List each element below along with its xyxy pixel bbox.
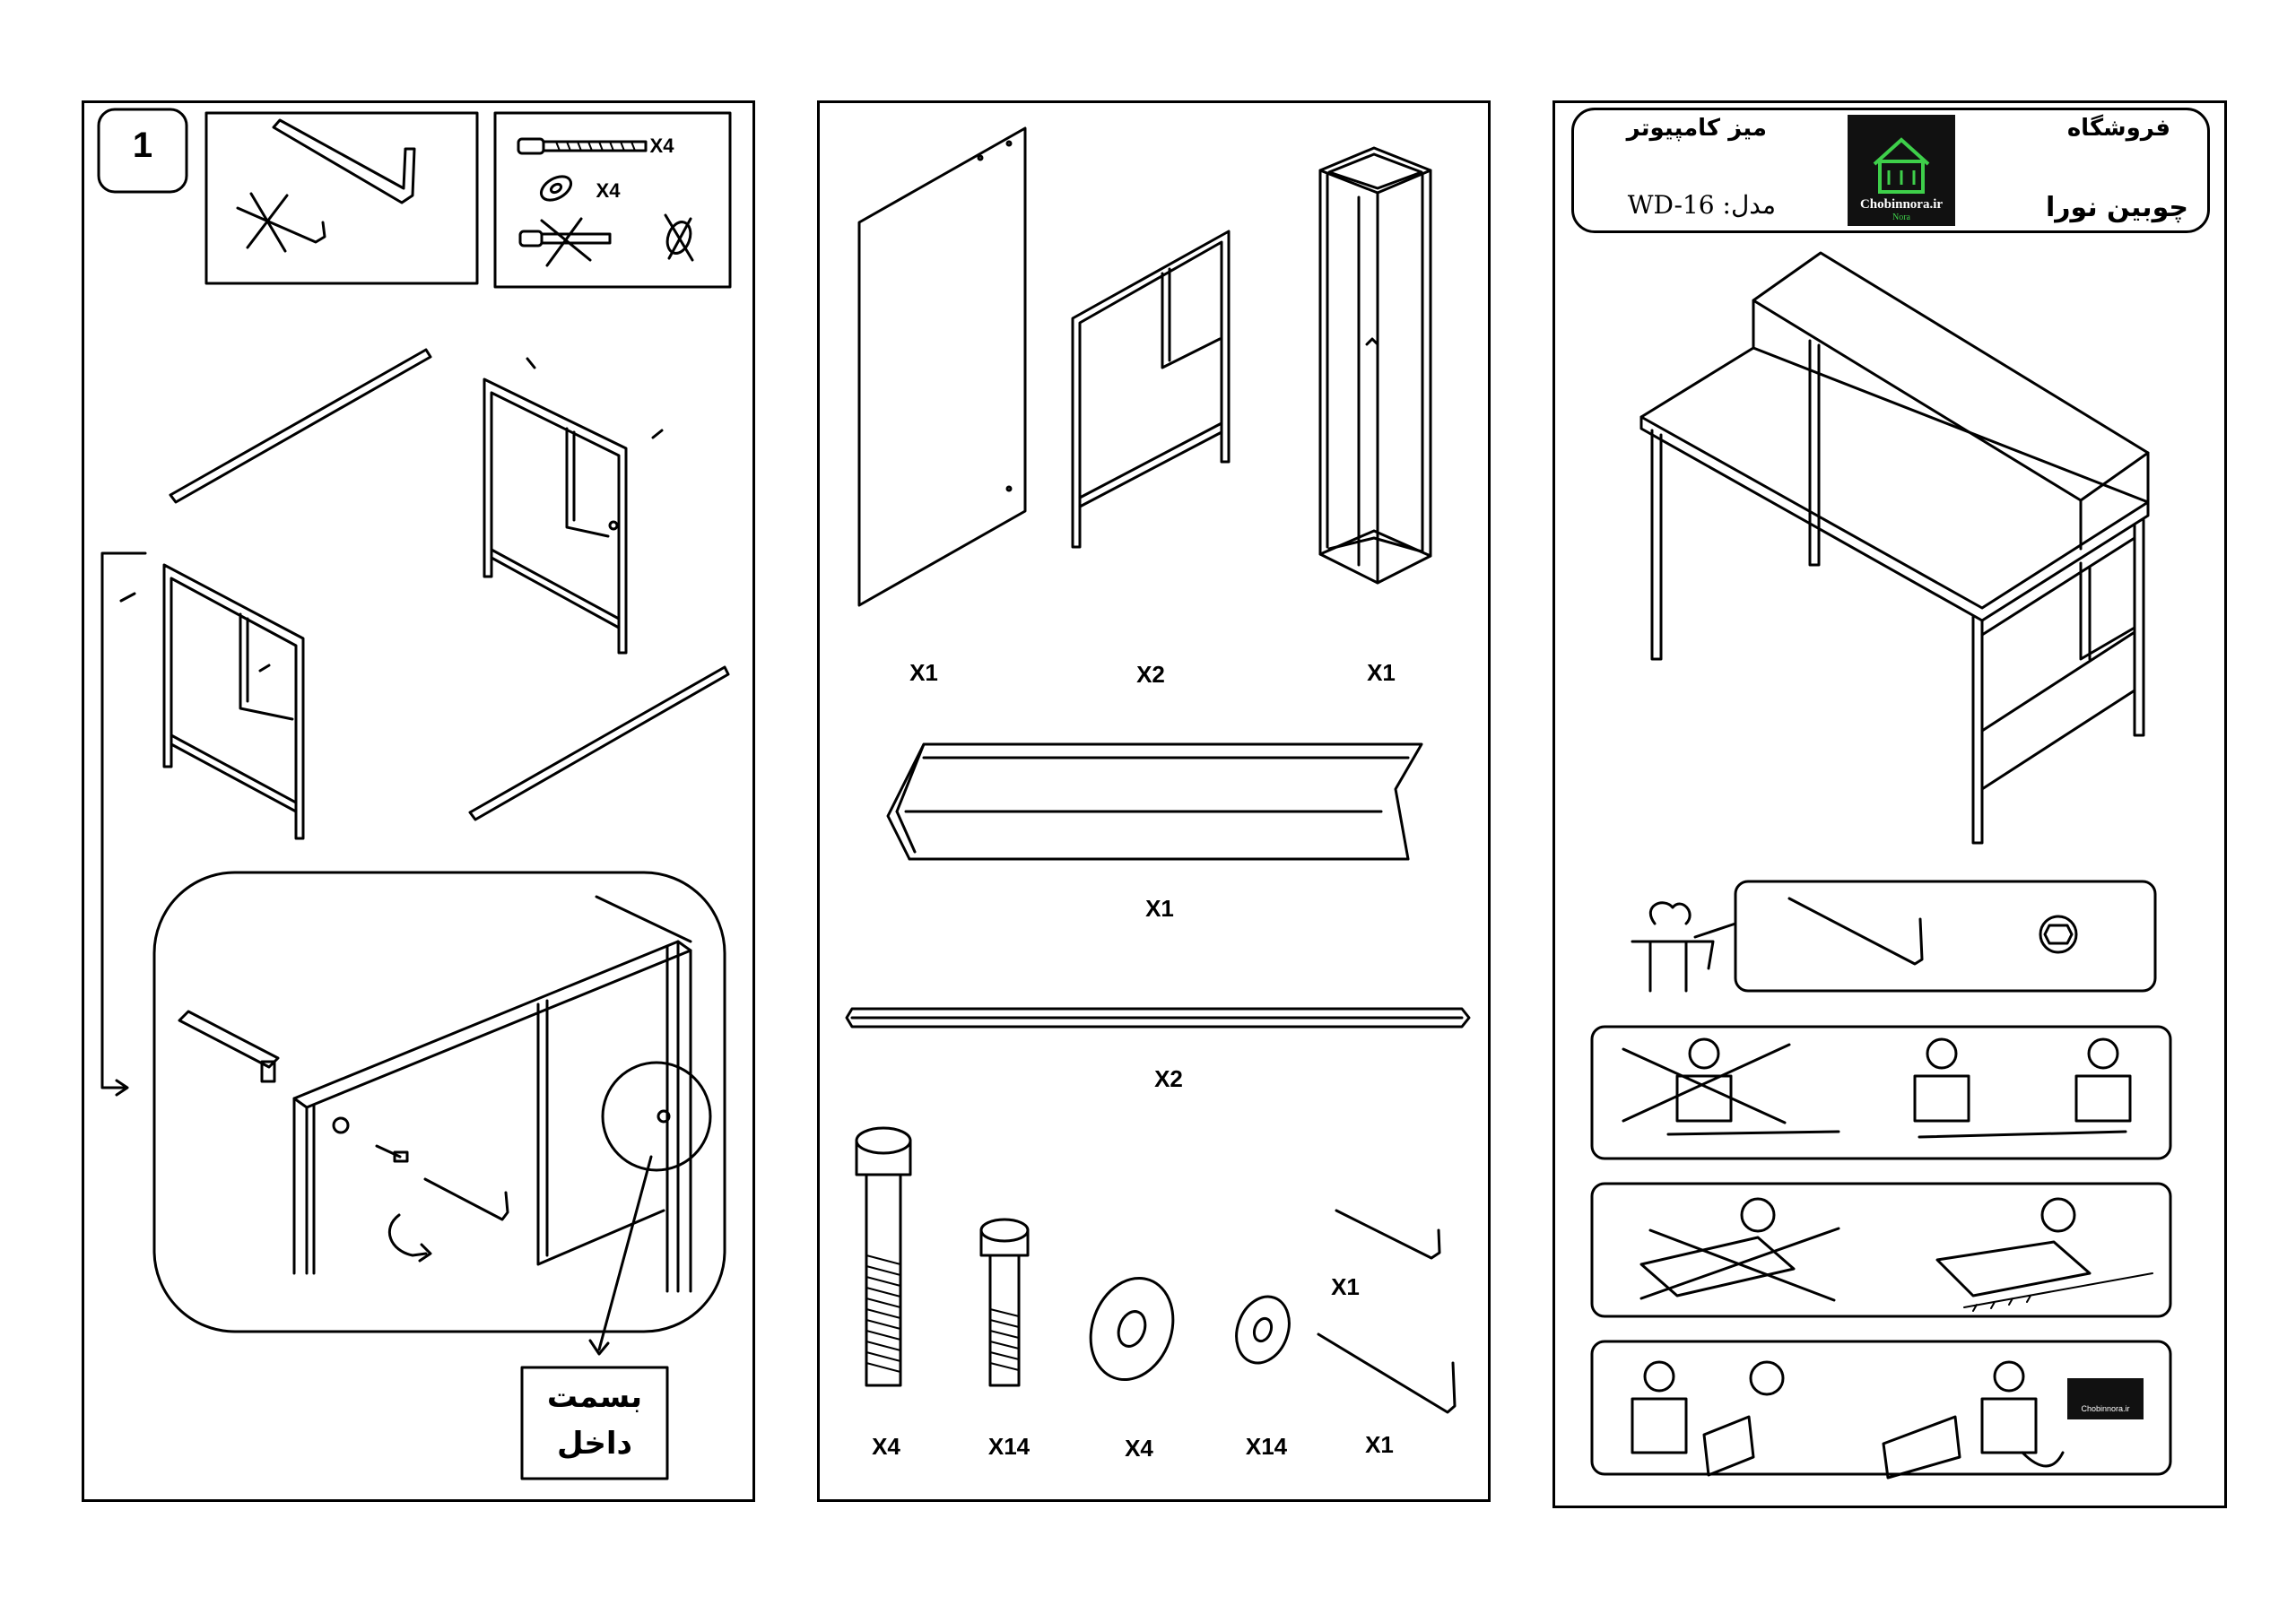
qty-small-washer: X14 xyxy=(1245,1433,1288,1460)
tool-allen-key-icon xyxy=(1787,897,1924,966)
washer-icon xyxy=(539,175,573,202)
desk-top-panel-drawing xyxy=(857,126,1027,607)
inside-label-line2: داخل xyxy=(557,1426,632,1462)
crossed-screw-icon xyxy=(518,217,612,267)
small-allen-key-drawing xyxy=(1335,1209,1441,1260)
qty-large-allen-key: X1 xyxy=(1365,1431,1394,1458)
qty-side-frame: X2 xyxy=(1136,661,1165,688)
logo-subtext: Nora xyxy=(1892,213,1910,222)
pointer-arrow xyxy=(597,1155,653,1351)
tools-bubble xyxy=(1734,880,2157,993)
long-bolt-drawing xyxy=(855,1126,912,1387)
confused-person-icon xyxy=(1631,1360,1785,1477)
header-box xyxy=(1571,108,2210,233)
two-person-box xyxy=(1590,1025,2172,1160)
qty-shelf-frame: X1 xyxy=(1367,659,1396,686)
qty-small-allen-key: X1 xyxy=(1331,1273,1360,1300)
help-badge-text: Chobinnora.ir xyxy=(2081,1404,2130,1413)
side-frame-front xyxy=(119,563,305,840)
side-frame-back xyxy=(483,357,664,655)
short-bolt-drawing xyxy=(979,1218,1030,1387)
qty-large-washer: X4 xyxy=(1125,1435,1153,1462)
qty-long-bolt: X4 xyxy=(872,1433,900,1460)
crossed-washer-icon xyxy=(664,213,694,262)
small-washer-drawing xyxy=(1235,1295,1291,1365)
large-washer-drawing xyxy=(1089,1276,1175,1382)
large-allen-key-drawing xyxy=(1317,1332,1457,1414)
tools-person-icon xyxy=(1631,901,1737,993)
product-title: میز کامپیوتر xyxy=(1626,115,1767,142)
inside-label-box xyxy=(520,1366,669,1480)
detail-bubble xyxy=(152,871,726,1333)
soft-floor-right-icon xyxy=(1935,1197,2153,1312)
detail-assembly xyxy=(178,895,712,1356)
guide-arrow xyxy=(100,551,147,1089)
side-frame-drawing xyxy=(1071,230,1231,549)
assembled-desk-drawing xyxy=(1639,251,2150,845)
tool-hex-nut-icon xyxy=(2039,915,2078,954)
two-persons-right-icon xyxy=(1913,1037,2132,1139)
help-logo-badge xyxy=(2067,1378,2144,1419)
store-label: فروشگاه xyxy=(2066,115,2170,142)
floor-box xyxy=(1590,1182,2172,1318)
qty-angled-shelf: X1 xyxy=(1145,895,1174,922)
washer-qty: X4 xyxy=(596,179,621,202)
inside-label-line1: بسمت xyxy=(546,1379,643,1415)
qty-short-bolt: X14 xyxy=(987,1433,1031,1460)
screw-icon xyxy=(517,137,648,155)
qty-desk-top: X1 xyxy=(909,659,938,686)
model-number: مدل: WD-16 xyxy=(1627,190,1776,220)
right-panel xyxy=(1552,100,2227,1508)
allen-key-icon xyxy=(272,118,416,204)
crossbar-drawing xyxy=(845,1007,1471,1028)
shelf-frame-drawing xyxy=(1318,146,1432,585)
logo-house-icon xyxy=(1873,137,1930,194)
hex-key-box xyxy=(204,111,479,285)
small-allen-key-icon xyxy=(236,206,326,244)
left-panel xyxy=(82,100,755,1502)
one-person-wrong-icon xyxy=(1622,1037,1840,1136)
hardware-box xyxy=(493,111,732,289)
highlight-circle xyxy=(601,1061,712,1172)
qty-crossbar: X2 xyxy=(1154,1065,1183,1092)
phone-help-icon xyxy=(1882,1360,2065,1480)
hard-floor-wrong-icon xyxy=(1639,1197,1840,1302)
screw-qty: X4 xyxy=(649,135,674,157)
crossbar-top xyxy=(169,348,432,504)
store-logo: Chobinnora.ir Nora xyxy=(1848,115,1955,226)
logo-text: Chobinnora.ir xyxy=(1859,197,1944,212)
help-box xyxy=(1590,1340,2172,1476)
store-name: چوبین نورا xyxy=(2045,192,2188,223)
crossbar-bottom xyxy=(468,665,730,821)
step-number-box xyxy=(97,108,188,194)
step-number: 1 xyxy=(132,126,153,165)
angled-shelf-drawing xyxy=(886,742,1423,861)
